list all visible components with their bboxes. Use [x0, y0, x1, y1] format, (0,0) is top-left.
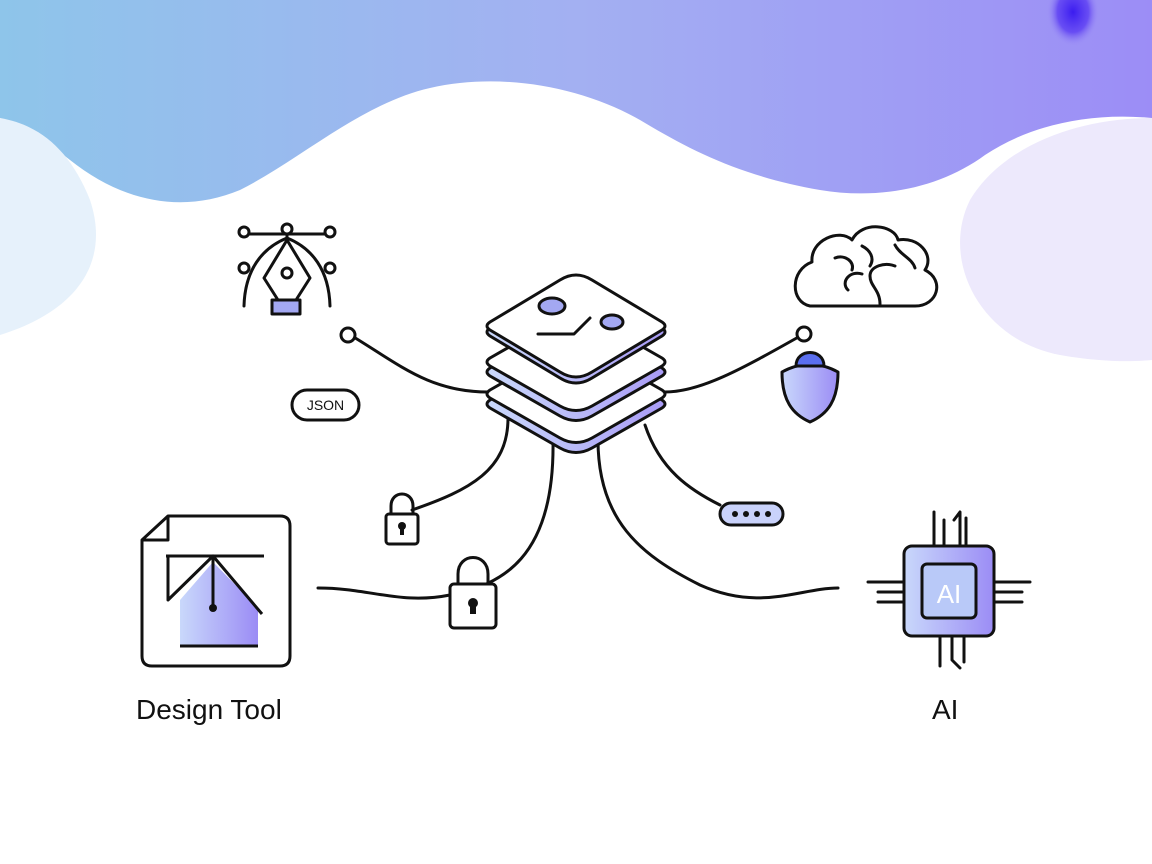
connector-design — [316, 438, 555, 600]
connector-shield — [663, 333, 804, 394]
ai-label: AI — [932, 694, 959, 725]
json-badge: JSON — [290, 388, 361, 422]
lock-icon-large — [448, 556, 498, 630]
connector-json-node — [339, 326, 357, 344]
top-wave-banner — [0, 0, 1152, 203]
connector-lock-small — [410, 416, 510, 512]
json-badge-label: JSON — [307, 397, 344, 413]
connector-password — [643, 423, 722, 507]
connectors — [316, 325, 840, 600]
brain-icon — [793, 225, 939, 308]
background — [0, 0, 1152, 362]
lock-icon-small — [384, 492, 420, 546]
left-side-glow — [0, 118, 96, 335]
design-tool-label: Design Tool — [136, 694, 282, 725]
connector-ai — [596, 438, 840, 600]
right-side-glow — [960, 118, 1152, 362]
ai-chip-icon: AI — [866, 510, 1032, 670]
password-field-icon — [718, 501, 785, 527]
chip-text: AI — [937, 579, 962, 609]
shield-icon — [780, 351, 840, 424]
top-right-spot — [1047, 0, 1099, 46]
design-document-icon — [140, 514, 292, 668]
server-stack-icon — [485, 273, 667, 454]
pen-tool-icon — [237, 222, 337, 316]
connector-shield-node — [795, 325, 813, 343]
connector-json — [350, 334, 490, 394]
